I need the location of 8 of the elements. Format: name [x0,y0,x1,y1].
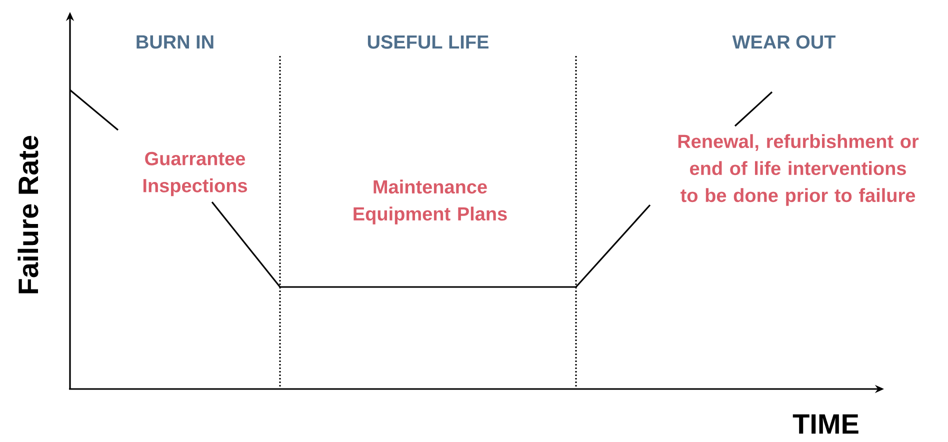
annotation: Maintenance Equipment Plans [354,180,507,224]
annotation: Guarrantee Inspections [143,152,248,196]
phase-heading: USEFUL LIFE [368,35,488,49]
annotation: Renewal, refurbishment or end of life interventions to be done prior to failure [678,134,919,206]
phase-heading: WEAR OUT [732,35,836,49]
phase-heading: BURN IN [136,35,214,49]
axis-label: TIME [792,414,858,434]
axis-label: Failure Rate [18,136,38,294]
